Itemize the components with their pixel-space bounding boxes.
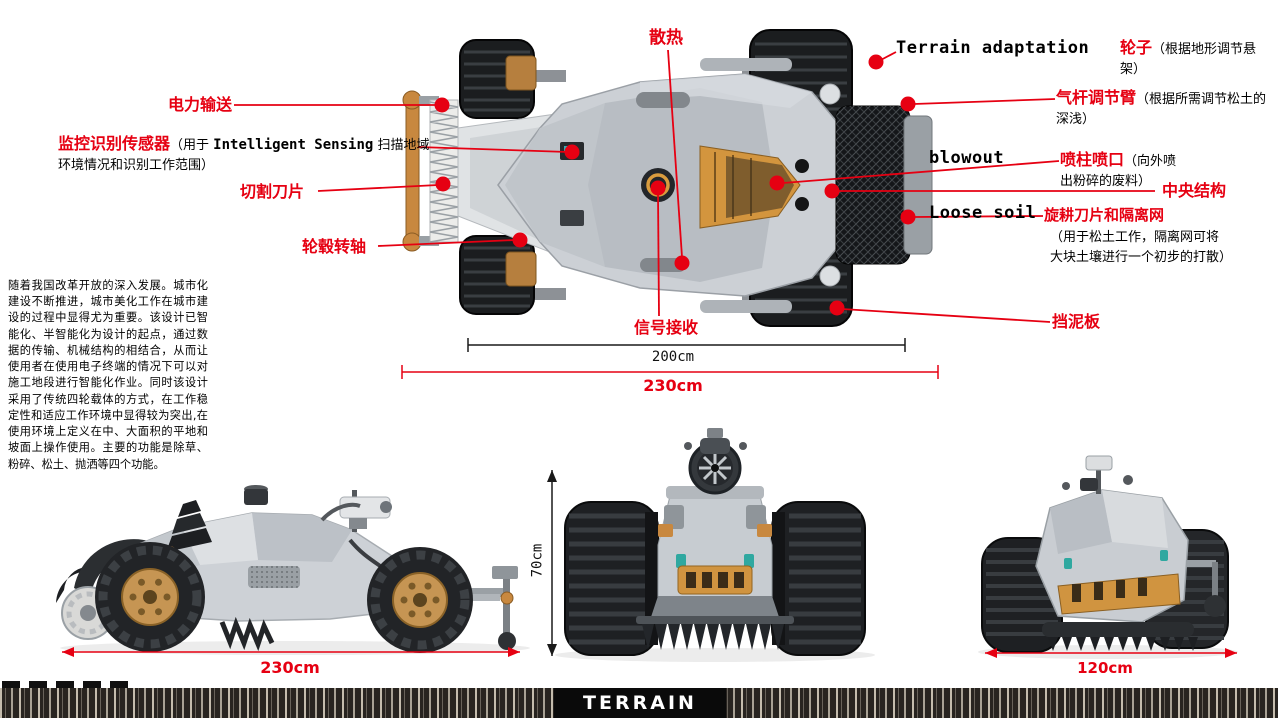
footer-title-box: TERRAIN <box>554 688 726 718</box>
annotation-label: 中央结构 <box>1162 181 1227 200</box>
annotation-wheel-hub-axle: 轮毂转轴 <box>302 237 366 257</box>
annotation-note-en: Intelligent Sensing <box>213 137 374 153</box>
annotation-dots <box>434 54 916 316</box>
side-rear-wheel <box>367 547 473 653</box>
annotation-note: 扫描地域环境情况和识别工作范围） <box>58 138 430 174</box>
annotation-spray-nozzle: 喷柱喷口（向外喷出粉碎的废料） <box>1060 150 1188 190</box>
annotation-mudguard: 挡泥板 <box>1052 312 1100 332</box>
annotation-label: 旋耕刀片和隔离网 <box>1044 206 1165 224</box>
annotation-monitor-sensor: 监控识别传感器（用于 Intelligent Sensing 扫描地域环境情况和… <box>58 134 430 174</box>
dim-120cm-label: 120cm <box>1077 659 1133 677</box>
annotation-rotary-blade-mesh-note: （用于松土工作，隔离网可将大块土壤进行一个初步的打散） <box>1050 226 1233 266</box>
annotation-label: 信号接收 <box>633 318 698 337</box>
footer-pattern-bar: TERRAIN <box>0 688 1278 718</box>
dim-70cm-label: 70cm <box>529 543 546 578</box>
dim-230cm-side-label: 230cm <box>260 658 320 677</box>
annotation-note: （用于松土工作，隔离网可将大块土壤进行一个初步的打散） <box>1050 230 1233 265</box>
annotation-heat-dissipation: 散热 <box>636 28 696 49</box>
annotation-label: Loose soil <box>929 203 1037 223</box>
cooling-fan <box>688 441 742 495</box>
cutting-roller <box>402 90 459 252</box>
side-front-wheel <box>95 542 205 652</box>
annotation-terrain-adaptation: Terrain adaptation <box>896 38 1106 59</box>
annotation-note: （用于 <box>170 138 214 153</box>
annotation-signal-reception: 信号接收 <box>624 318 708 338</box>
annotation-label: 挡泥板 <box>1052 312 1101 331</box>
rear-view-render <box>978 455 1238 659</box>
dimension-lines <box>62 338 1237 658</box>
front-left-wheel <box>564 501 659 656</box>
annotation-central-structure: 中央结构 <box>1162 181 1226 201</box>
annotation-wheel: 轮子（根据地形调节悬架） <box>1120 38 1272 78</box>
annotation-label: 切割刀片 <box>240 182 305 201</box>
annotation-blowout: blowout <box>929 148 1004 169</box>
annotation-gas-rod-arm: 气杆调节臂（根据所需调节松土的深浅） <box>1056 88 1274 128</box>
footer-title: TERRAIN <box>583 692 697 714</box>
annotation-note: （根据所需调节松土的深浅） <box>1056 92 1267 127</box>
annotation-rotary-blade-mesh: 旋耕刀片和隔离网 <box>1044 205 1194 225</box>
central-mechanism <box>699 145 809 229</box>
corner-pattern <box>2 681 132 690</box>
dim-200cm-label: 200cm <box>651 349 695 365</box>
annotation-label: blowout <box>929 148 1005 168</box>
annotation-note: （向外喷出粉碎的废料） <box>1060 154 1177 189</box>
annotation-label: Terrain adaptation <box>896 38 1090 58</box>
annotation-loose-soil: Loose soil <box>929 203 1036 224</box>
annotation-label: 气杆调节臂 <box>1056 88 1137 107</box>
annotation-label: 电力输送 <box>167 95 232 114</box>
annotation-power-transmission: 电力输送 <box>108 95 232 115</box>
design-description: 随着我国改革开放的深入发展。城市化建设不断推进，城市美化工作在城市建设的过程中显… <box>8 279 208 471</box>
annotation-cutting-blade: 切割刀片 <box>240 182 304 202</box>
mesh-roller <box>835 105 933 265</box>
annotation-label: 散热 <box>649 28 683 48</box>
tiller-blades <box>642 624 784 650</box>
annotation-note: （根据地形调节悬架） <box>1120 42 1257 77</box>
annotation-leader-lines <box>234 49 1155 323</box>
annotation-label: 喷柱喷口 <box>1060 150 1125 169</box>
annotation-label: 轮子 <box>1120 38 1153 57</box>
dim-230cm-top-label: 230cm <box>643 376 703 395</box>
side-view-render <box>56 485 530 655</box>
annotation-label: 监控识别传感器 <box>58 134 171 153</box>
front-right-wheel <box>771 501 866 656</box>
annotation-label: 轮毂转轴 <box>302 237 367 256</box>
front-view-render <box>555 428 875 662</box>
